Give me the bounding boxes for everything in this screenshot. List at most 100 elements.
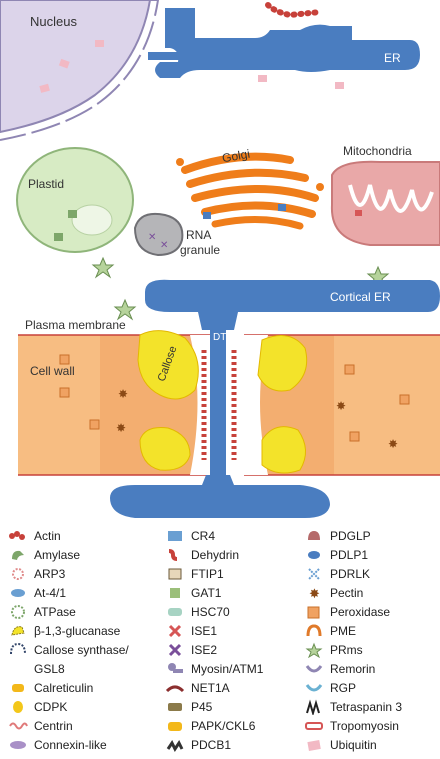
legend-item: Calreticulin xyxy=(8,680,93,696)
legend-label: Peroxidase xyxy=(330,605,391,619)
legend-item: ✸ Pectin xyxy=(304,585,363,601)
connexin-icon xyxy=(10,741,26,749)
ftip1-icon xyxy=(168,568,182,580)
legend-item: ISE1 xyxy=(165,623,217,639)
cdpk-icon xyxy=(13,701,23,713)
legend-item: GSL8 xyxy=(8,661,65,677)
svg-text:✕: ✕ xyxy=(160,240,168,251)
legend-label: GAT1 xyxy=(191,586,222,600)
legend-label: PAPK/CKL6 xyxy=(191,719,256,733)
p45-icon xyxy=(168,703,182,711)
svg-text:✸: ✸ xyxy=(388,437,398,451)
legend-item: Myosin/ATM1 xyxy=(165,661,263,677)
svg-text:✸: ✸ xyxy=(116,421,126,435)
legend-item: Tropomyosin xyxy=(304,718,399,734)
atpase-icon xyxy=(11,605,25,619)
er-label: ER xyxy=(384,51,401,65)
legend-label: ATPase xyxy=(34,605,76,619)
legend-item: PDRLK xyxy=(304,566,370,582)
golgi xyxy=(176,152,324,230)
tetraspanin-icon xyxy=(306,699,320,715)
plasma-membrane-label: Plasma membrane xyxy=(25,318,126,332)
legend-label: Amylase xyxy=(34,548,81,562)
cr4-icon xyxy=(168,531,182,541)
cortical-er-bottom xyxy=(110,475,330,518)
legend-item: Callose synthase/ xyxy=(8,642,129,658)
peroxidase-icon xyxy=(307,606,320,619)
gat1-icon xyxy=(170,588,180,598)
ubiquitin-icon xyxy=(307,740,321,751)
legend-label: Tropomyosin xyxy=(330,719,399,733)
legend-label: Myosin/ATM1 xyxy=(191,662,264,676)
legend-label: Calreticulin xyxy=(34,681,94,695)
legend-label: Pectin xyxy=(330,586,364,600)
legend-label: ARP3 xyxy=(34,567,66,581)
pdcb1-icon xyxy=(166,740,184,752)
er xyxy=(148,2,420,89)
plastid-label: Plastid xyxy=(28,177,64,191)
svg-text:✸: ✸ xyxy=(118,387,128,401)
plasmodesmata-diagram: Nucleus ER Plastid Golgi Mitochondria xyxy=(0,0,440,518)
legend-item: Connexin-like xyxy=(8,737,107,753)
cortical-er-label: Cortical ER xyxy=(330,290,391,304)
legend-item: Tetraspanin 3 xyxy=(304,699,402,715)
legend-item: GAT1 xyxy=(165,585,221,601)
legend-item: ISE2 xyxy=(165,642,217,658)
pdglp-icon xyxy=(308,531,320,540)
legend-label: FTIP1 xyxy=(191,567,224,581)
legend-label: CR4 xyxy=(191,529,216,543)
pdlp1-icon xyxy=(308,551,320,559)
rna-granule-label-line1: RNA xyxy=(186,228,211,242)
legend-item: PME xyxy=(304,623,356,639)
actin-icon xyxy=(9,531,25,540)
legend-item: FTIP1 xyxy=(165,566,224,582)
at41-icon xyxy=(11,589,25,597)
legend-label: Tetraspanin 3 xyxy=(330,700,403,714)
legend-item: CDPK xyxy=(8,699,67,715)
callose-deposits xyxy=(137,330,308,474)
ise2-icon xyxy=(168,643,182,657)
legend-label: Centrin xyxy=(34,719,73,733)
dt-label-top: DT xyxy=(213,332,226,343)
callose-synthase-icon xyxy=(10,642,26,655)
legend-label: PDLP1 xyxy=(330,548,369,562)
remorin-icon xyxy=(305,665,323,673)
legend-label: GSL8 xyxy=(34,662,65,676)
tropomyosin-icon xyxy=(305,722,323,730)
legend-label: PRms xyxy=(330,643,363,657)
legend-item: RGP xyxy=(304,680,356,696)
mitochondria-label: Mitochondria xyxy=(343,144,412,158)
legend-item: CR4 xyxy=(165,528,215,544)
papk-icon xyxy=(168,722,182,731)
pectin-icon: ✸ xyxy=(309,586,320,601)
legend-label: β-1,3-glucanase xyxy=(34,624,121,638)
legend-label: PDGLP xyxy=(330,529,371,543)
ise1-icon xyxy=(168,624,182,638)
legend-item: PDCB1 xyxy=(165,737,231,753)
legend-label: HSC70 xyxy=(191,605,230,619)
dehydrin-icon xyxy=(168,549,178,561)
legend-item: ATPase xyxy=(8,604,76,620)
nucleus xyxy=(0,0,160,141)
legend-label: CDPK xyxy=(34,700,68,714)
prms-icon xyxy=(305,642,323,658)
calreticulin-icon xyxy=(12,684,24,692)
legend-item: β-1,3-glucanase xyxy=(8,623,120,639)
svg-text:✕: ✕ xyxy=(148,232,156,243)
glucanase-icon xyxy=(11,626,25,636)
legend-item: PAPK/CKL6 xyxy=(165,718,255,734)
legend-item: HSC70 xyxy=(165,604,230,620)
legend-item: NET1A xyxy=(165,680,230,696)
legend-item: Remorin xyxy=(304,661,375,677)
legend-spacer xyxy=(8,661,28,677)
legend-item: Peroxidase xyxy=(304,604,390,620)
legend-item: Actin xyxy=(8,528,61,544)
centrin-icon xyxy=(9,722,28,730)
legend-label: NET1A xyxy=(191,681,230,695)
legend-label: At-4/1 xyxy=(34,586,67,600)
legend-label: Callose synthase/ xyxy=(34,643,129,657)
svg-text:✸: ✸ xyxy=(336,399,346,413)
legend-item: Amylase xyxy=(8,547,80,563)
legend-item: At-4/1 xyxy=(8,585,66,601)
